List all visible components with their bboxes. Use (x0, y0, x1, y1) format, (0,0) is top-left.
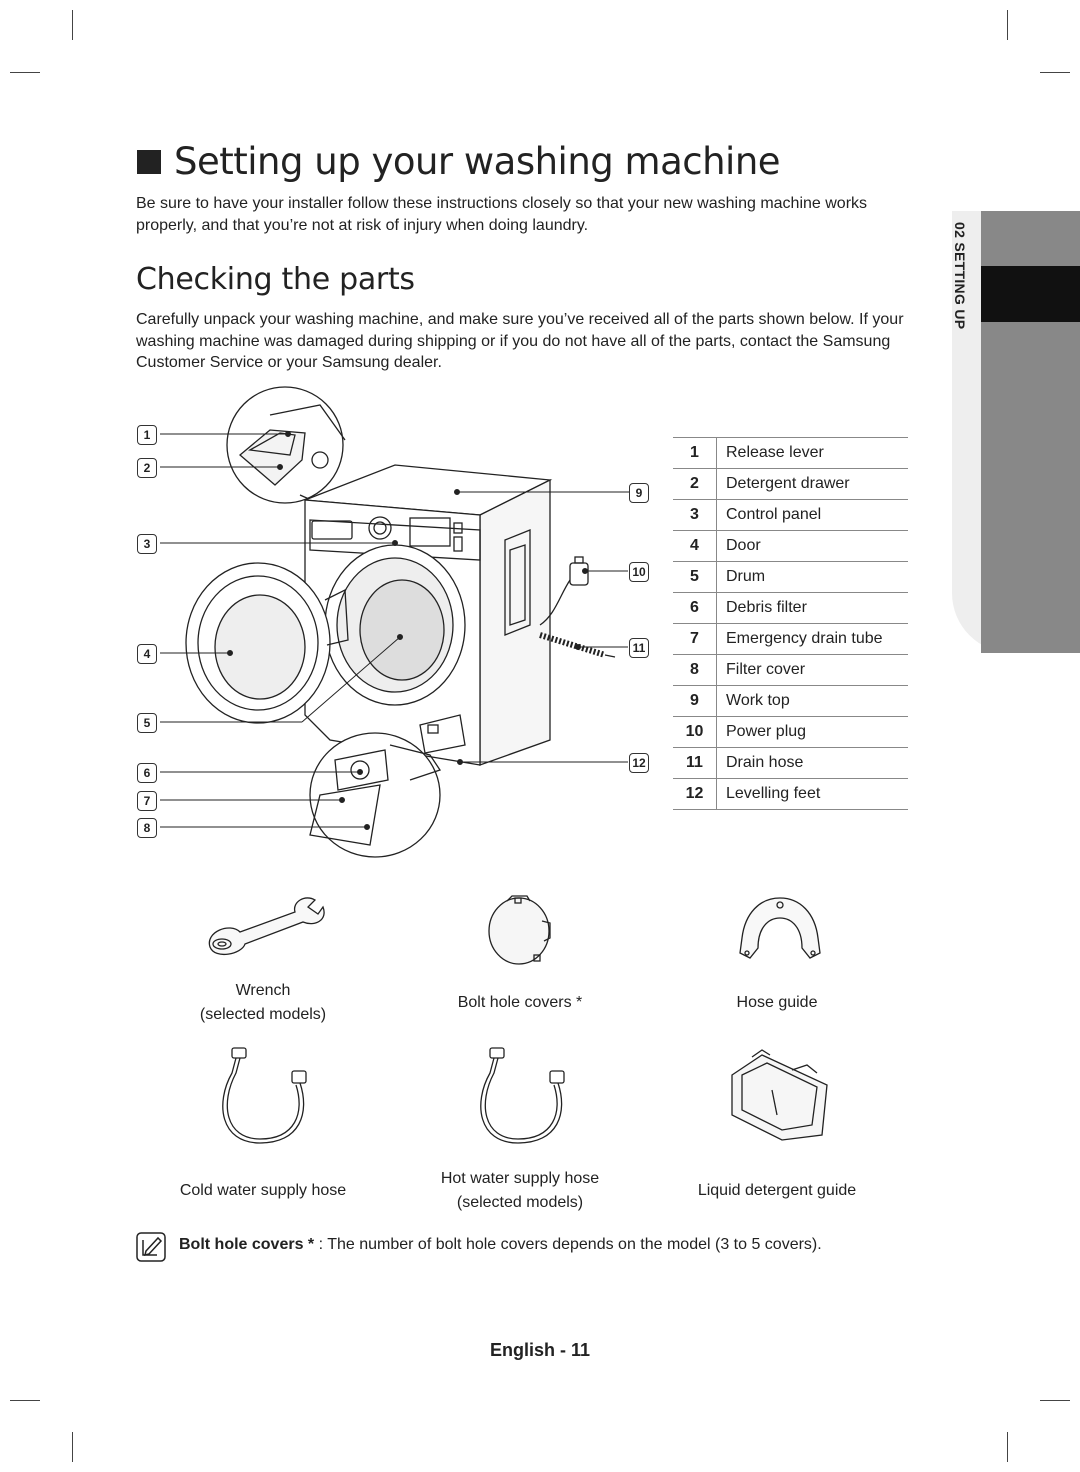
side-tab-label: 02 SETTING UP (952, 222, 968, 330)
part-label: Release lever (716, 437, 908, 469)
part-label: Detergent drawer (716, 468, 908, 500)
part-label: Door (716, 530, 908, 562)
callout-5: 5 (137, 713, 157, 733)
bolt-hole-cover-icon (488, 895, 551, 965)
callout-4: 4 (137, 644, 157, 664)
part-label: Drain hose (716, 747, 908, 779)
liquid-detergent-guide-icon (731, 1049, 828, 1141)
part-number: 8 (673, 654, 717, 686)
crop-mark (10, 72, 40, 73)
part-label: Drum (716, 561, 908, 593)
washing-machine-illustration (160, 386, 630, 858)
wrench-label-line: (selected models) (199, 1006, 327, 1023)
note-bold: Bolt hole covers * (179, 1236, 315, 1253)
wrench-label: Wrench (selected models) (163, 979, 363, 1027)
crop-mark (72, 10, 73, 40)
section-paragraph: Carefully unpack your washing machine, a… (136, 311, 904, 371)
note-text: Bolt hole covers * : The number of bolt … (179, 1236, 822, 1254)
part-number: 4 (673, 530, 717, 562)
part-number: 3 (673, 499, 717, 531)
crop-mark (1040, 1400, 1070, 1401)
crop-mark (72, 1432, 73, 1462)
part-label: Power plug (716, 716, 908, 748)
part-number: 6 (673, 592, 717, 624)
hot-hose-label-line: Hot water supply hose (440, 1170, 600, 1187)
hose-guide-icon (739, 897, 821, 959)
part-number: 10 (673, 716, 717, 748)
crop-mark (1040, 72, 1070, 73)
crop-mark (10, 1400, 40, 1401)
part-number: 11 (673, 747, 717, 779)
part-number: 2 (673, 468, 717, 500)
callout-7: 7 (137, 791, 157, 811)
callout-3: 3 (137, 534, 157, 554)
hose-guide-label: Hose guide (736, 994, 818, 1011)
hot-hose-label-line: (selected models) (456, 1194, 584, 1211)
part-label: Filter cover (716, 654, 908, 686)
callout-11: 11 (629, 638, 649, 658)
note-icon (136, 1232, 166, 1262)
hot-water-hose-icon (480, 1047, 565, 1144)
part-label: Levelling feet (716, 778, 908, 810)
page-footer: English - 11 (489, 1340, 591, 1360)
part-number: 5 (673, 561, 717, 593)
note-body: : The number of bolt hole covers depends… (314, 1236, 822, 1253)
wrench-icon (208, 897, 325, 956)
cold-water-hose-icon (222, 1047, 307, 1144)
bolt-hole-covers-label: Bolt hole covers * (457, 994, 583, 1011)
wrench-label-line: Wrench (235, 982, 291, 999)
page-title: Setting up your washing machine (174, 140, 781, 183)
hot-water-hose-label: Hot water supply hose (selected models) (400, 1167, 640, 1215)
part-label: Emergency drain tube (716, 623, 908, 655)
part-label: Control panel (716, 499, 908, 531)
crop-mark (1007, 1432, 1008, 1462)
cold-water-hose-label: Cold water supply hose (179, 1182, 347, 1199)
callout-9: 9 (629, 483, 649, 503)
part-number: 9 (673, 685, 717, 717)
callout-2: 2 (137, 458, 157, 478)
part-label: Debris filter (716, 592, 908, 624)
side-tab-marker (981, 266, 1080, 322)
crop-mark (1007, 10, 1008, 40)
part-label: Work top (716, 685, 908, 717)
liquid-detergent-guide-label: Liquid detergent guide (697, 1182, 857, 1199)
section-title: Checking the parts (136, 262, 415, 297)
title-square-icon (137, 150, 161, 174)
callout-8: 8 (137, 818, 157, 838)
part-number: 12 (673, 778, 717, 810)
callout-12: 12 (629, 753, 649, 773)
callout-10: 10 (629, 562, 649, 582)
part-number: 7 (673, 623, 717, 655)
callout-6: 6 (137, 763, 157, 783)
intro-paragraph: Be sure to have your installer follow th… (136, 195, 868, 234)
callout-1: 1 (137, 425, 157, 445)
part-number: 1 (673, 437, 717, 469)
